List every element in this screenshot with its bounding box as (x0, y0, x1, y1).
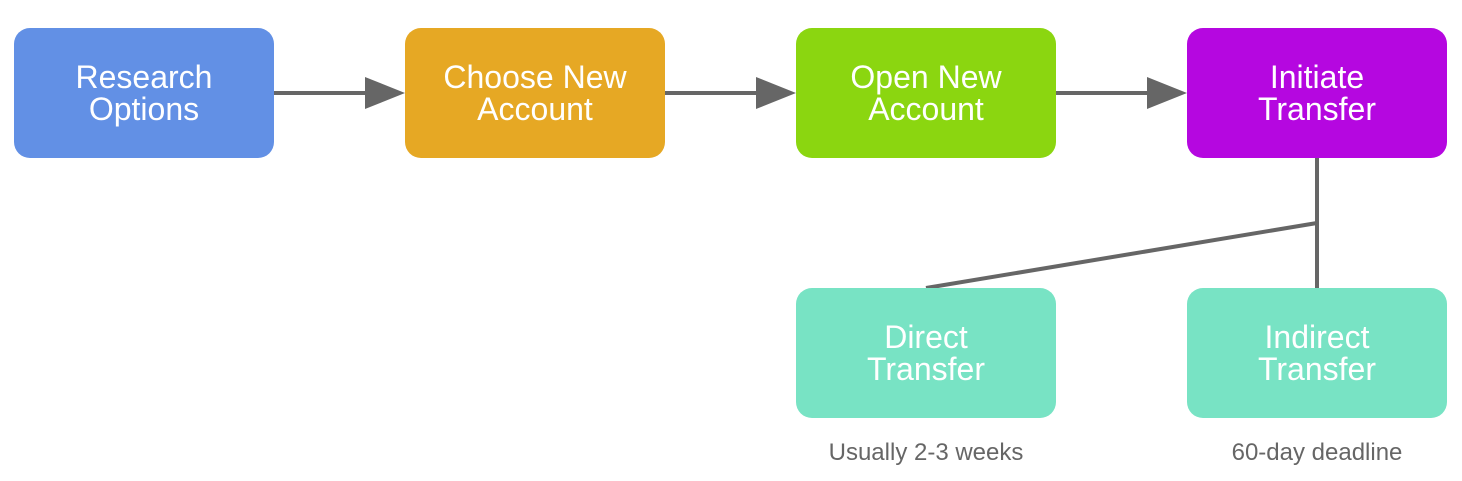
node-label-line: Initiate (1269, 59, 1365, 95)
node-label-line: Account (477, 91, 593, 127)
node-label-line: Transfer (867, 351, 985, 387)
node-label-line: Open New (850, 59, 1002, 95)
node-label-line: Direct (884, 319, 968, 355)
node-label-line: Research (75, 59, 213, 95)
arrowhead (365, 77, 405, 109)
node-label-line: Indirect (1264, 319, 1370, 355)
node-label-line: Choose New (443, 59, 627, 95)
direct-transfer-note: Usually 2-3 weeks (828, 439, 1024, 466)
node-label-line: Account (868, 91, 984, 127)
node-label-line: Transfer (1258, 351, 1376, 387)
node-label-line: Options (88, 91, 200, 127)
indirect-transfer-note: 60-day deadline (1231, 439, 1403, 466)
arrowhead (756, 77, 796, 109)
edge-initiate-to-direct (925, 221, 1318, 290)
node-label-line: Transfer (1258, 91, 1376, 127)
arrowhead (1147, 77, 1187, 109)
